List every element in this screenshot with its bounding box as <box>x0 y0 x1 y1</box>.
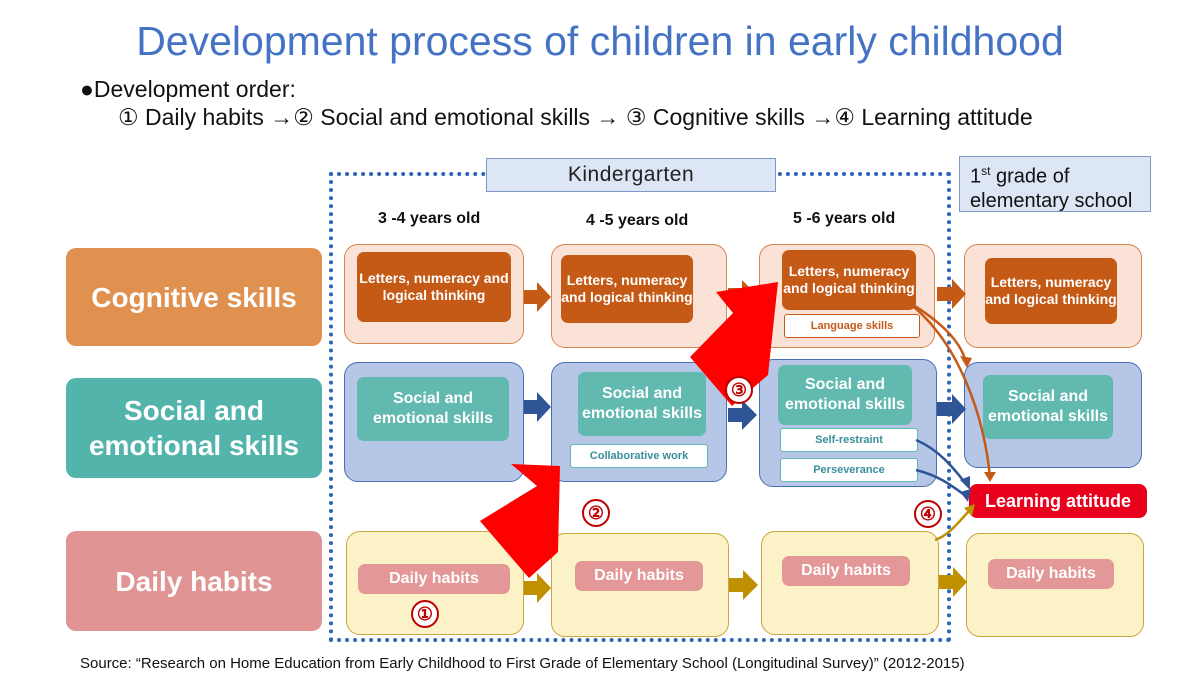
row-label-daily: Daily habits <box>66 531 322 631</box>
source-citation: Source: “Research on Home Education from… <box>80 655 965 672</box>
perseverance-to-learning-arrowhead <box>960 489 971 502</box>
page-title: Development process of children in early… <box>136 18 1064 64</box>
row-label-cognitive: Cognitive skills <box>66 248 322 346</box>
daily-progress-arrow <box>939 567 967 597</box>
cognitive-skill-box: Letters, numeracy and logical thinking <box>782 250 916 310</box>
social-progress-arrow <box>937 394 966 424</box>
cognitive-skill-box: Letters, numeracy and logical thinking <box>561 255 693 323</box>
social-progress-arrow <box>728 400 757 430</box>
age-label-4-5: 4 -5 years old <box>586 212 689 229</box>
cognitive-to-social-arrow <box>899 295 968 363</box>
cognitive-progress-arrow <box>937 279 966 309</box>
grade1-rest: grade of elementary school <box>970 165 1133 212</box>
cognitive-to-learning-arrowhead <box>984 472 996 482</box>
self-restraint-to-learning-arrowhead <box>960 476 970 490</box>
grade1-label: 1st grade of elementary school <box>959 156 1151 212</box>
daily-to-learning-arrow <box>934 509 971 542</box>
social-skill-box: Social and emotional skills <box>357 377 509 441</box>
kindergarten-label: Kindergarten <box>486 158 776 192</box>
step-marker-1: ① <box>411 600 439 628</box>
daily-habits-box: Daily habits <box>988 559 1114 589</box>
development-order-sequence: ① Daily habits →② Social and emotional s… <box>118 104 1033 130</box>
cognitive-progress-arrow <box>524 282 551 312</box>
daily-progress-arrow <box>524 573 551 603</box>
age-label-5-6: 5 -6 years old <box>793 210 896 227</box>
social-skill-box: Social and emotional skills <box>983 375 1113 439</box>
grade1-ordinal: 1 <box>970 165 982 188</box>
perseverance-tag: Perseverance <box>780 458 918 482</box>
social-skill-box: Social and emotional skills <box>778 365 912 425</box>
cognitive-skill-box: Letters, numeracy and logical thinking <box>357 252 511 322</box>
step-marker-3: ③ <box>725 376 753 404</box>
collaborative-work-tag: Collaborative work <box>570 444 708 468</box>
cognitive-skill-box: Letters, numeracy and logical thinking <box>985 258 1117 324</box>
learning-attitude-box: Learning attitude <box>969 484 1147 518</box>
grade1-suffix: st <box>981 164 991 178</box>
daily-progress-arrow <box>729 570 758 600</box>
daily-to-learning-arrowhead <box>964 504 975 516</box>
language-skills-tag: Language skills <box>784 314 920 338</box>
age-label-3-4: 3 -4 years old <box>378 210 481 227</box>
step-marker-2: ② <box>582 499 610 527</box>
big-red-arrow <box>690 282 778 406</box>
daily-habits-box: Daily habits <box>358 564 510 594</box>
social-skill-box: Social and emotional skills <box>578 372 706 436</box>
row-label-social: Social and emotional skills <box>66 378 322 478</box>
cognitive-to-learning-arrow <box>904 298 992 479</box>
big-red-arrow <box>480 464 560 578</box>
development-order-heading: ●Development order: <box>80 76 296 102</box>
cognitive-to-social-arrowhead <box>960 356 972 368</box>
self-restraint-to-learning-arrow <box>915 438 967 485</box>
daily-habits-box: Daily habits <box>782 556 910 586</box>
daily-habits-box: Daily habits <box>575 561 703 591</box>
step-marker-4: ④ <box>914 500 942 528</box>
social-progress-arrow <box>524 392 551 422</box>
